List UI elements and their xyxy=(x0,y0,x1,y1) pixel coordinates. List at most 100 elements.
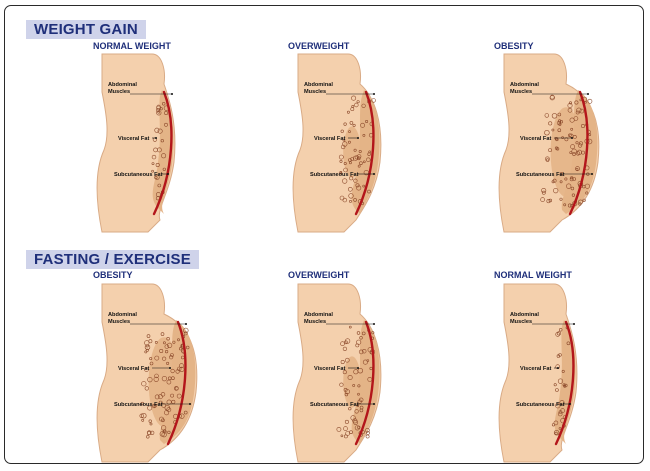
fat-cell xyxy=(144,386,149,391)
leader-dot xyxy=(373,93,375,95)
fat-cell xyxy=(156,110,162,116)
fat-cell xyxy=(541,190,546,195)
fat-cell xyxy=(156,105,161,111)
fat-cell xyxy=(553,188,559,194)
fat-cell xyxy=(557,112,562,117)
abdominal-muscle-line xyxy=(152,90,173,216)
fat-cell xyxy=(548,148,553,153)
fat-cell xyxy=(340,360,345,365)
fat-cell xyxy=(569,151,573,155)
fat-cell xyxy=(359,408,364,413)
fat-cell xyxy=(141,413,147,419)
fat-cell xyxy=(166,336,170,341)
fat-cell xyxy=(357,392,360,396)
fat-cell xyxy=(343,388,348,392)
fat-cell xyxy=(183,410,188,415)
fat-cell xyxy=(568,133,572,138)
fat-cell xyxy=(356,404,360,407)
fat-cell xyxy=(161,356,167,361)
fat-cell xyxy=(356,100,360,104)
fat-cell xyxy=(559,400,565,406)
fat-cell xyxy=(342,370,347,375)
fat-cell xyxy=(178,347,183,351)
fat-cell xyxy=(157,183,162,188)
label-abdominal-muscles: Muscles xyxy=(304,89,326,95)
fat-cell xyxy=(569,117,575,123)
fat-cell xyxy=(570,176,574,180)
fat-cell xyxy=(164,349,169,354)
fat-cell xyxy=(570,186,575,191)
fat-cell xyxy=(355,183,360,188)
fat-cell xyxy=(156,104,161,110)
fat-cell xyxy=(353,198,357,202)
fat-cell xyxy=(360,122,365,128)
fat-cell xyxy=(172,340,176,344)
leader-dot xyxy=(357,367,359,369)
fat-cell xyxy=(357,425,361,429)
fat-cell xyxy=(553,430,560,436)
fat-cell xyxy=(572,135,577,139)
fat-cell xyxy=(151,162,155,166)
fat-cell xyxy=(361,331,366,336)
fat-cell xyxy=(349,176,354,181)
label-visceral-fat: Visceral Fat xyxy=(118,366,149,372)
fat-cell xyxy=(361,103,366,108)
fat-cell xyxy=(342,346,348,351)
fat-cell xyxy=(159,107,163,111)
fat-cell xyxy=(558,353,562,357)
label-visceral-fat: Visceral Fat xyxy=(520,366,551,372)
fat-cell xyxy=(561,136,564,139)
fat-cell xyxy=(154,127,160,133)
label-subcutaneous-fat: Subcutaneous Fat xyxy=(114,172,163,178)
fat-cell xyxy=(551,128,555,132)
fat-cell xyxy=(154,341,158,344)
fat-cell xyxy=(151,154,157,160)
fat-cell xyxy=(558,410,563,414)
fat-cell xyxy=(575,166,580,172)
fat-cell xyxy=(354,102,359,108)
fat-cell xyxy=(563,203,567,207)
fat-cell xyxy=(348,140,351,144)
fat-cell xyxy=(170,393,175,398)
fat-cell xyxy=(166,361,170,365)
fat-cell xyxy=(164,344,170,349)
fat-cell xyxy=(348,158,352,162)
abdominal-muscle-line xyxy=(554,320,575,446)
fat-cell xyxy=(571,193,575,197)
fat-cell xyxy=(362,359,368,365)
fat-cell xyxy=(354,155,359,160)
leader-dot xyxy=(591,173,593,175)
fat-cell xyxy=(159,349,164,354)
fat-cell xyxy=(367,152,371,156)
fat-cell xyxy=(140,401,144,406)
leader-dot xyxy=(373,173,375,175)
label-subcutaneous-fat: Subcutaneous Fat xyxy=(114,402,163,408)
fat-cell xyxy=(345,431,350,436)
fat-cell xyxy=(567,203,572,208)
fat-cell xyxy=(164,110,169,115)
fat-cell xyxy=(153,376,159,382)
fat-cell xyxy=(144,340,150,346)
fat-cell xyxy=(544,113,549,118)
fat-cell xyxy=(366,431,370,435)
fat-cell xyxy=(350,415,356,421)
leader-dot xyxy=(169,367,171,369)
fat-cell xyxy=(353,420,358,425)
fat-cell xyxy=(556,120,562,126)
fat-cell xyxy=(344,340,348,345)
fat-cell xyxy=(557,411,563,417)
fat-cell xyxy=(366,157,371,162)
fat-cell xyxy=(559,180,563,184)
visceral-fat-region xyxy=(343,356,361,408)
label-abdominal-muscles: Abdominal xyxy=(510,82,539,88)
fat-cell xyxy=(342,138,346,142)
fat-cell xyxy=(149,422,153,426)
fat-cell xyxy=(146,430,152,435)
fat-cell xyxy=(549,94,555,100)
fat-cell xyxy=(562,383,566,387)
fat-cell xyxy=(351,95,357,101)
fat-cell xyxy=(161,375,167,382)
